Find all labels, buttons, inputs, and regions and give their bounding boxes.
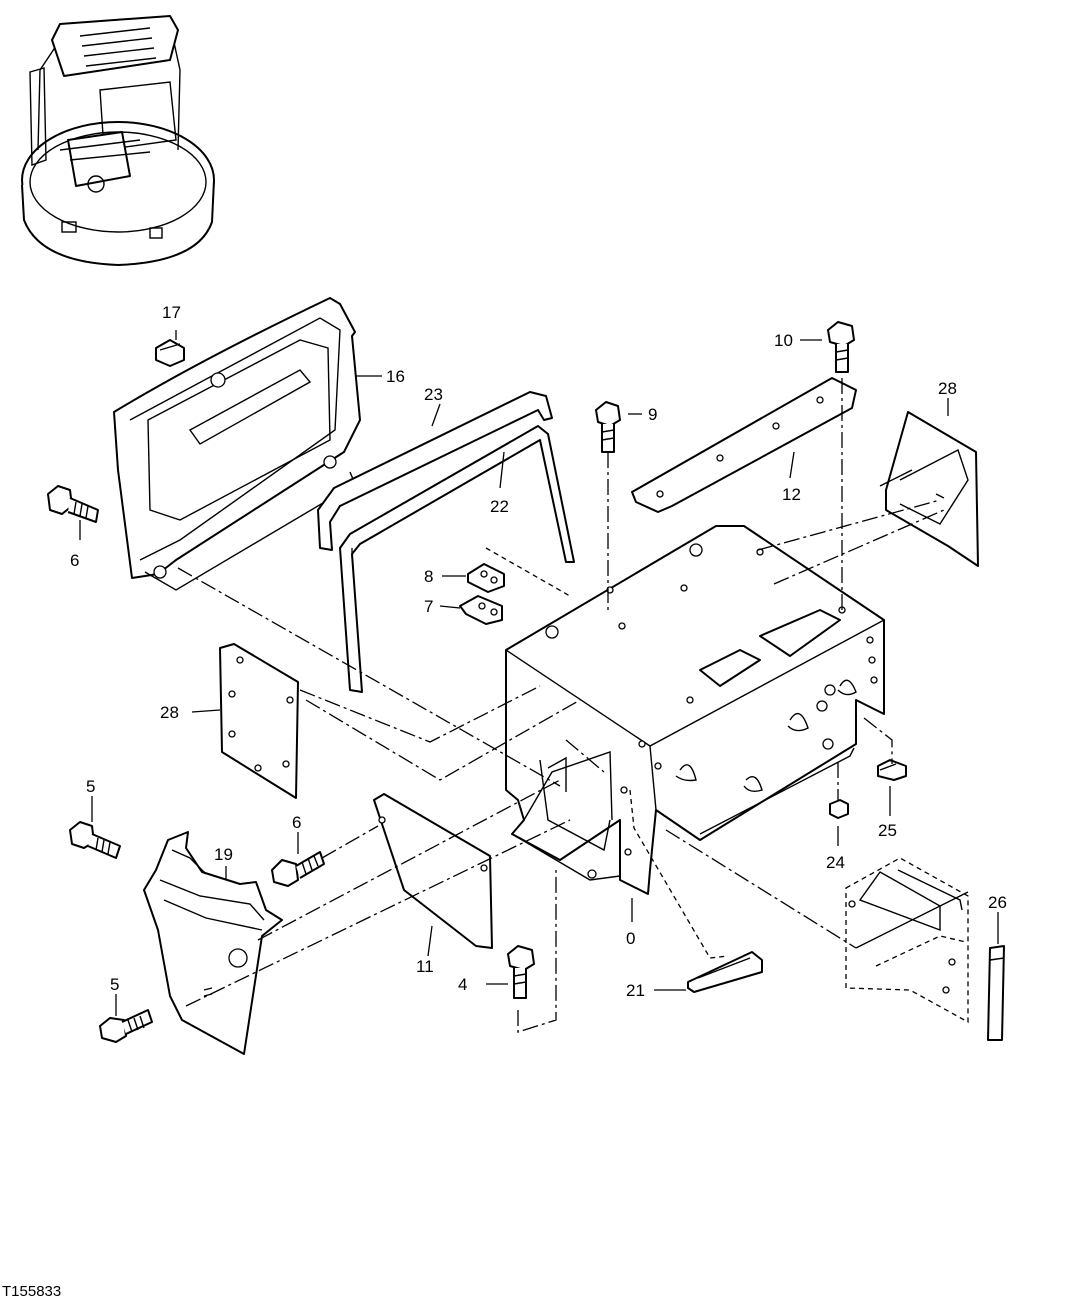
bolt-9 [595,401,621,453]
figure-id: T155833 [2,1283,61,1300]
rear-cover-16 [113,297,361,591]
block-24 [829,799,849,819]
callout-10: 10 [774,331,793,350]
callout-16: 16 [386,367,405,386]
clip-nut-17 [155,330,185,367]
bolt-5-lower [99,1009,153,1043]
plate-12 [631,377,857,513]
callout-6-upper: 6 [70,551,79,570]
clip-7 [459,595,503,625]
bolt-5-upper [69,821,121,859]
callout-labels: 17 16 23 22 9 10 12 28 6 8 7 28 5 6 19 2… [70,303,1007,1000]
bracket-28-right [879,411,979,567]
callout-25: 25 [878,821,897,840]
callout-19: 19 [214,845,233,864]
callout-17: 17 [162,303,181,322]
callout-24: 24 [826,853,845,872]
callout-11: 11 [416,957,434,976]
assembly-lines [177,378,969,1033]
bolt-6-upper [47,485,99,523]
machine-locator-illustration [21,15,215,266]
seal-22 [339,425,575,693]
cover-19 [143,831,283,1055]
clip-8 [467,563,505,593]
callout-5-lower: 5 [110,975,119,994]
bolt-4 [507,945,535,999]
callout-7: 7 [424,597,433,616]
bolt-6-lower [271,851,325,887]
callout-5-upper: 5 [86,777,95,796]
phantom-bracket [845,857,969,1024]
callout-23: 23 [424,385,443,404]
plate-28-left [219,643,299,799]
callout-12: 12 [782,485,801,504]
pin-26 [987,945,1005,1041]
bolt-10 [827,321,855,373]
rod-21 [687,951,763,993]
callout-8: 8 [424,567,433,586]
callout-6-lower: 6 [292,813,301,832]
callout-28-left: 28 [160,703,179,722]
callout-28-right: 28 [938,379,957,398]
callout-22: 22 [490,497,509,516]
seal-23 [317,391,553,551]
frame-0 [505,525,885,895]
plate-11 [373,793,493,949]
callout-0: 0 [626,929,635,948]
callout-21: 21 [626,981,645,1000]
callout-4: 4 [458,975,467,994]
leader-lines [79,339,999,1016]
block-25 [877,759,907,781]
callout-9: 9 [648,405,657,424]
callout-26: 26 [988,893,1007,912]
